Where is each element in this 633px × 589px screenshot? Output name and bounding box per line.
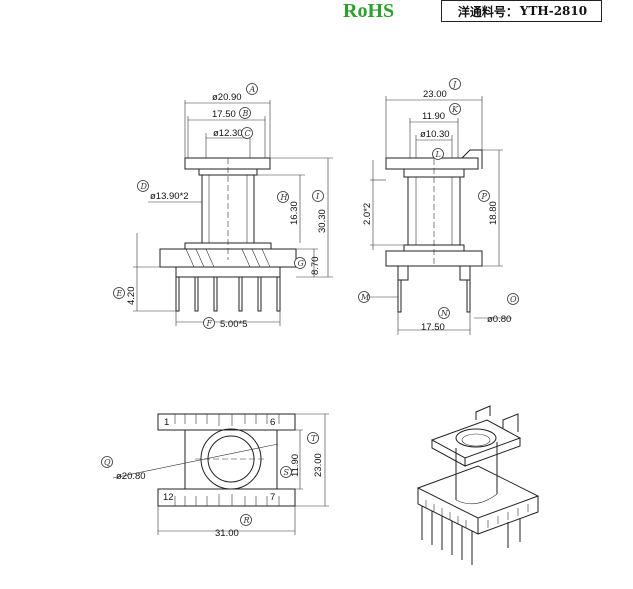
part-number-prefix: 洋通料号： [457, 4, 518, 19]
dim-N-text: 17.50 [421, 322, 445, 333]
ref-F-circle [203, 317, 215, 329]
iso-tube [455, 442, 498, 500]
ref-O: O [510, 295, 517, 304]
bottom-bottom-slots [174, 494, 280, 506]
pin-label-6: 6 [270, 417, 275, 428]
side-pin-right [466, 279, 471, 313]
part-number-box: 洋通料号： YTH-2810 [441, 0, 602, 22]
dim-G-text: 8.70 [310, 257, 321, 276]
ref-T-circle [307, 432, 319, 444]
dim-T-text: 23.00 [313, 453, 324, 477]
dim-2-text: 2.0*2 [362, 203, 373, 225]
side-top-flange [385, 157, 479, 170]
iso-top-post [475, 405, 491, 420]
ref-J: J [451, 80, 457, 89]
ref-B: B [242, 109, 249, 118]
ref-D-circle [137, 180, 149, 192]
ref-L-circle [432, 148, 444, 160]
dim-A-text: ø20.90 [212, 92, 242, 103]
ref-T: T [311, 434, 317, 443]
side-foot-left [397, 265, 409, 281]
ref-P-circle [478, 190, 490, 202]
ref-I: I [315, 192, 320, 201]
ref-M: M [360, 293, 370, 302]
dim-H-text: 16.30 [289, 201, 300, 225]
dim-P-text: 18.80 [488, 201, 499, 225]
side-top-lip [461, 149, 483, 169]
ref-R-circle [240, 514, 252, 526]
ref-P: P [481, 192, 488, 201]
side-view: 23.00 J 11.90 K ø10.30 L 2.0*2 [358, 78, 519, 335]
iso-top-bore [455, 428, 497, 448]
front-pins [175, 276, 281, 312]
ref-L: L [435, 150, 441, 159]
ref-H: H [280, 193, 289, 202]
bottom-body [184, 429, 278, 490]
ref-F: F [206, 319, 213, 328]
ref-D: D [140, 182, 148, 191]
ref-J-circle [449, 78, 461, 90]
dim-I-text: 30.30 [317, 209, 328, 233]
dim-R-text: 31.00 [215, 528, 239, 539]
ref-I-circle [312, 190, 324, 202]
front-view: ø20.90 A 17.50 B ø12.30 C D ø13.90*2 [113, 83, 333, 330]
pin-label-7: 7 [270, 492, 275, 503]
dim-F-text: 5.00*5 [220, 319, 247, 330]
ref-K-circle [449, 103, 461, 115]
ref-C: C [245, 129, 251, 138]
front-top-flange [184, 157, 271, 170]
side-foot-right [459, 265, 471, 281]
side-pin-left [397, 279, 402, 313]
pin-label-12: 12 [163, 492, 174, 503]
ref-E-circle [113, 287, 125, 299]
side-base [385, 250, 483, 267]
rohs-label: RoHS [343, 0, 395, 22]
ref-S-circle [280, 466, 292, 478]
bottom-view: 1 6 12 7 ø20.80 Q 11.90 S 23.00 T [101, 413, 329, 539]
ref-O-circle [507, 293, 519, 305]
ref-Q-circle [101, 456, 113, 468]
ref-G-circle [294, 257, 306, 269]
part-number-value: YTH-2810 [519, 4, 588, 18]
ref-A-circle [246, 83, 258, 95]
dim-L-text: ø10.30 [420, 129, 450, 140]
ref-A: A [249, 85, 256, 94]
dim-O-text: ø0.80 [487, 314, 511, 325]
dim-K-text: 11.90 [422, 111, 445, 122]
ref-R: R [243, 516, 250, 525]
ref-H-circle [277, 191, 289, 203]
ref-C-circle [241, 127, 253, 139]
front-base-teeth [185, 248, 271, 268]
ref-N: N [440, 309, 449, 318]
bottom-top-slots [174, 414, 280, 426]
ref-Q: Q [104, 458, 111, 467]
iso-top-flange [430, 419, 522, 459]
iso-pins [421, 506, 521, 565]
dim-S-text: 11.90 [290, 454, 301, 477]
ref-S: S [284, 468, 290, 477]
ref-N-circle [438, 307, 450, 319]
dim-D-text: ø13.90*2 [150, 191, 189, 202]
ref-G: G [298, 259, 305, 268]
pin-label-1: 1 [164, 417, 169, 428]
dim-C-text: ø12.30 [213, 128, 243, 139]
dim-B-text: 17.50 [212, 109, 236, 120]
ref-K: K [451, 105, 459, 114]
dim-J-text: 23.00 [423, 89, 447, 100]
dim-Q-text: ø20.80 [116, 471, 146, 482]
ref-B-circle [239, 107, 251, 119]
ref-M-circle [358, 291, 370, 303]
front-base-bottom [175, 266, 281, 278]
ref-E: E [116, 289, 123, 298]
isometric-view [416, 405, 540, 565]
dim-E-text: 4.20 [126, 287, 137, 306]
iso-base [416, 465, 540, 519]
